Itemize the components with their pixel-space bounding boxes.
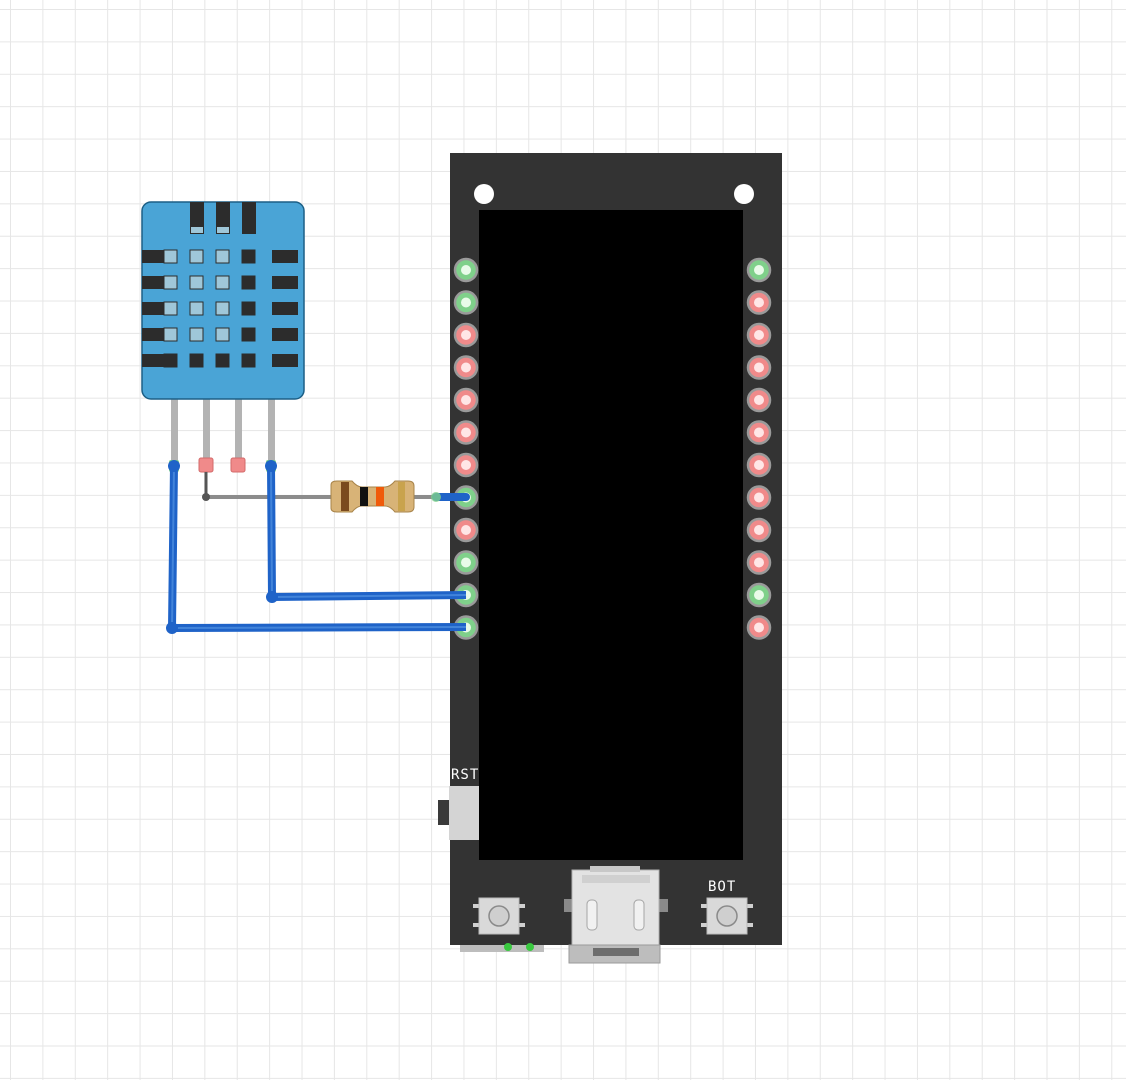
usb-connector-icon bbox=[564, 866, 668, 964]
bottom-strip bbox=[460, 945, 544, 952]
resistor-icon[interactable] bbox=[330, 480, 415, 513]
right-pin-hole-6 bbox=[754, 427, 764, 438]
sensor-pin-2-end[interactable] bbox=[198, 457, 214, 473]
lcd-screen bbox=[479, 210, 743, 860]
right-pin-hole-11 bbox=[754, 590, 764, 600]
rst-label: RST bbox=[451, 767, 479, 783]
right-pin-hole-7 bbox=[754, 460, 764, 470]
right-pin-hole-3 bbox=[754, 330, 764, 340]
microcontroller-board[interactable]: RST BOT bbox=[438, 153, 782, 964]
sensor-grid bbox=[142, 249, 298, 368]
sensor-pin-4-leg bbox=[268, 398, 275, 468]
boot-label: BOT bbox=[708, 879, 736, 895]
sensor-slot bbox=[190, 202, 204, 234]
right-pin-hole-12 bbox=[754, 622, 764, 633]
right-header-pins[interactable] bbox=[746, 257, 772, 640]
sensor-pin-3-leg bbox=[235, 398, 242, 460]
sensor-slot bbox=[216, 202, 230, 234]
left-pin-hole-5 bbox=[461, 395, 471, 405]
dht-sensor[interactable] bbox=[141, 201, 305, 473]
right-pin-hole-9 bbox=[754, 525, 764, 535]
mounting-hole-icon bbox=[734, 184, 754, 204]
reset-button[interactable] bbox=[473, 897, 525, 935]
boot-button[interactable] bbox=[701, 897, 753, 935]
left-pin-hole-6 bbox=[461, 427, 471, 438]
rst-switch-tab bbox=[438, 800, 449, 825]
right-pin-hole-5 bbox=[754, 395, 764, 405]
sensor-pin-1-leg bbox=[171, 398, 178, 468]
sensor-pin-3-end[interactable] bbox=[230, 457, 246, 473]
left-pin-hole-7 bbox=[461, 460, 471, 470]
left-pin-hole-3 bbox=[461, 330, 471, 340]
left-pin-hole-9 bbox=[461, 525, 471, 535]
right-pin-hole-2 bbox=[754, 297, 764, 308]
left-pin-hole-1 bbox=[461, 265, 471, 275]
wire-resistor-to-board[interactable] bbox=[431, 492, 470, 502]
sensor-slot bbox=[242, 202, 256, 234]
sensor-pin-2-leg bbox=[203, 398, 210, 460]
mounting-hole-icon bbox=[474, 184, 494, 204]
led-icon bbox=[504, 943, 512, 951]
right-pin-hole-8 bbox=[754, 492, 764, 503]
left-pin-hole-4 bbox=[461, 362, 471, 373]
right-pin-hole-10 bbox=[754, 557, 764, 568]
led-icon bbox=[526, 943, 534, 951]
right-pin-hole-4 bbox=[754, 362, 764, 373]
left-pin-hole-2 bbox=[461, 297, 471, 308]
right-pin-hole-1 bbox=[754, 265, 764, 275]
wire-sensor-pin1-to-board[interactable] bbox=[166, 460, 467, 634]
left-pin-hole-10 bbox=[461, 557, 471, 568]
rst-switch[interactable] bbox=[449, 786, 479, 840]
wire-sensor-pin4-to-board[interactable] bbox=[265, 460, 467, 603]
